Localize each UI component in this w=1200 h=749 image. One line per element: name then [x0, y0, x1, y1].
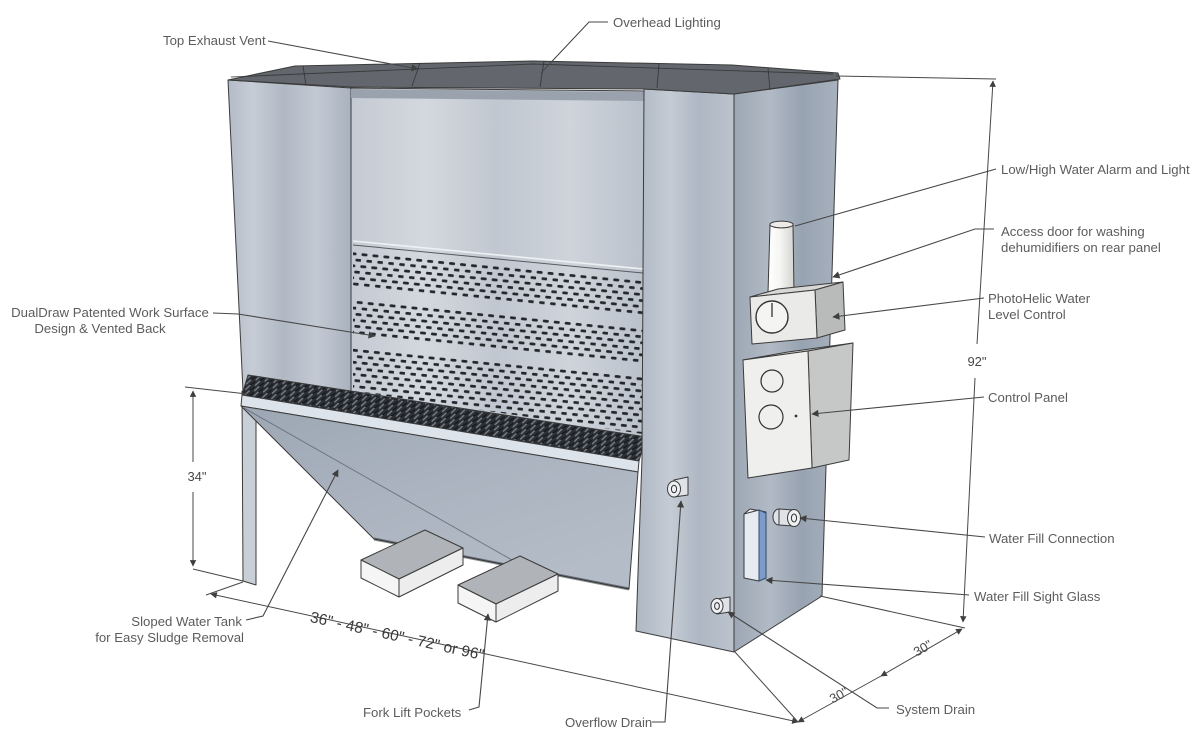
overflow-drain-pipe — [667, 476, 689, 498]
depth-dim-extension — [734, 651, 799, 723]
dim-width-options: 36" - 48" - 60" - 72" or 96" — [309, 609, 486, 664]
control-panel-button — [758, 404, 784, 430]
leader-system-drain — [727, 611, 889, 709]
label-photohelic-line2: Level Control — [988, 307, 1066, 322]
tank-crease — [243, 407, 520, 565]
photohelic-water-level-control — [749, 281, 846, 345]
control-panel-box — [742, 342, 854, 479]
label-control-panel: Control Panel — [988, 390, 1068, 405]
leader-fork-lift-pockets — [468, 613, 491, 711]
depth-dim-line-upper — [880, 628, 963, 677]
roof-panel-seams — [302, 60, 771, 91]
leader-sloped-tank — [245, 469, 339, 621]
label-sloped-tank-line2: for Easy Sludge Removal — [95, 630, 244, 645]
label-overflow-drain: Overflow Drain — [565, 715, 652, 730]
booth-body — [227, 60, 841, 653]
height-dim-line — [960, 377, 976, 623]
dimension-lines — [184, 75, 997, 724]
leader-photohelic — [832, 297, 985, 320]
water-alarm-light-top — [769, 220, 794, 229]
depth-dim-extension — [819, 595, 966, 629]
leader-overhead-lighting — [540, 21, 608, 74]
dim-work-height-34: 34" — [187, 469, 206, 484]
width-dim-extension — [205, 581, 244, 596]
leader-control-panel — [811, 396, 985, 417]
leader-water-fill-connection — [799, 515, 986, 538]
control-panel-button — [760, 369, 784, 393]
water-fill-connection-pipe — [772, 508, 801, 527]
dim-label-backing — [961, 351, 993, 370]
water-fill-sight-glass — [743, 508, 767, 582]
leader-top-exhaust-vent — [267, 40, 419, 72]
leader-water-fill-sight-glass — [765, 576, 970, 596]
height-dim-line — [976, 80, 996, 345]
work-height-tick-top — [184, 386, 248, 395]
vented-back-seam — [352, 244, 644, 274]
leader-overflow-drain — [652, 500, 685, 723]
perforated-vent-band — [353, 252, 643, 317]
roof-ridge-seam — [230, 63, 834, 78]
label-access-door-line1: Access door for washing — [1001, 224, 1145, 239]
label-dualdraw-line2: Design & Vented Back — [34, 321, 166, 336]
water-alarm-light — [767, 223, 795, 297]
left-side-panel — [227, 79, 352, 395]
width-dim-line — [210, 592, 799, 724]
label-water-fill-connection: Water Fill Connection — [989, 531, 1115, 546]
leader-dualdraw-surface — [212, 312, 376, 339]
rear-panel-top-shadow — [351, 89, 644, 101]
label-dualdraw-line1: DualDraw Patented Work Surface — [11, 305, 209, 320]
perforated-vent-band — [353, 299, 643, 365]
label-sloped-tank-line1: Sloped Water Tank — [131, 614, 242, 629]
system-drain-pipe — [710, 596, 731, 615]
height-dim-tick-top — [835, 75, 997, 80]
label-fork-lift-pockets: Fork Lift Pockets — [363, 705, 462, 720]
label-top-exhaust-vent: Top Exhaust Vent — [163, 33, 266, 48]
left-front-pillar — [241, 390, 257, 586]
label-photohelic-line1: PhotoHelic Water — [988, 291, 1091, 306]
leader-low-high-alarm — [794, 168, 997, 227]
leader-lines — [212, 21, 997, 723]
dim-label-backing — [181, 466, 212, 486]
label-water-fill-sight-glass: Water Fill Sight Glass — [974, 589, 1101, 604]
dim-height-92: 92" — [967, 354, 986, 369]
label-system-drain: System Drain — [896, 702, 975, 717]
labels: Top Exhaust Vent Overhead Lighting Low/H… — [11, 15, 1190, 730]
depth-dim-line-lower — [797, 675, 882, 723]
dim-depth-lower-30: 30" — [827, 684, 851, 707]
dim-depth-upper-30: 30" — [911, 637, 935, 660]
work-height-tick-bottom — [192, 568, 244, 582]
control-panel-dot — [794, 414, 798, 418]
leader-access-door — [832, 228, 994, 279]
mounted-devices — [667, 220, 854, 615]
perforated-vent-band — [353, 347, 643, 434]
label-access-door-line2: dehumidifiers on rear panel — [1001, 240, 1161, 255]
label-low-high-water-alarm: Low/High Water Alarm and Light — [1001, 162, 1190, 177]
vented-back-highlight — [352, 240, 644, 270]
right-front-column — [635, 88, 735, 653]
label-overhead-lighting: Overhead Lighting — [613, 15, 721, 30]
